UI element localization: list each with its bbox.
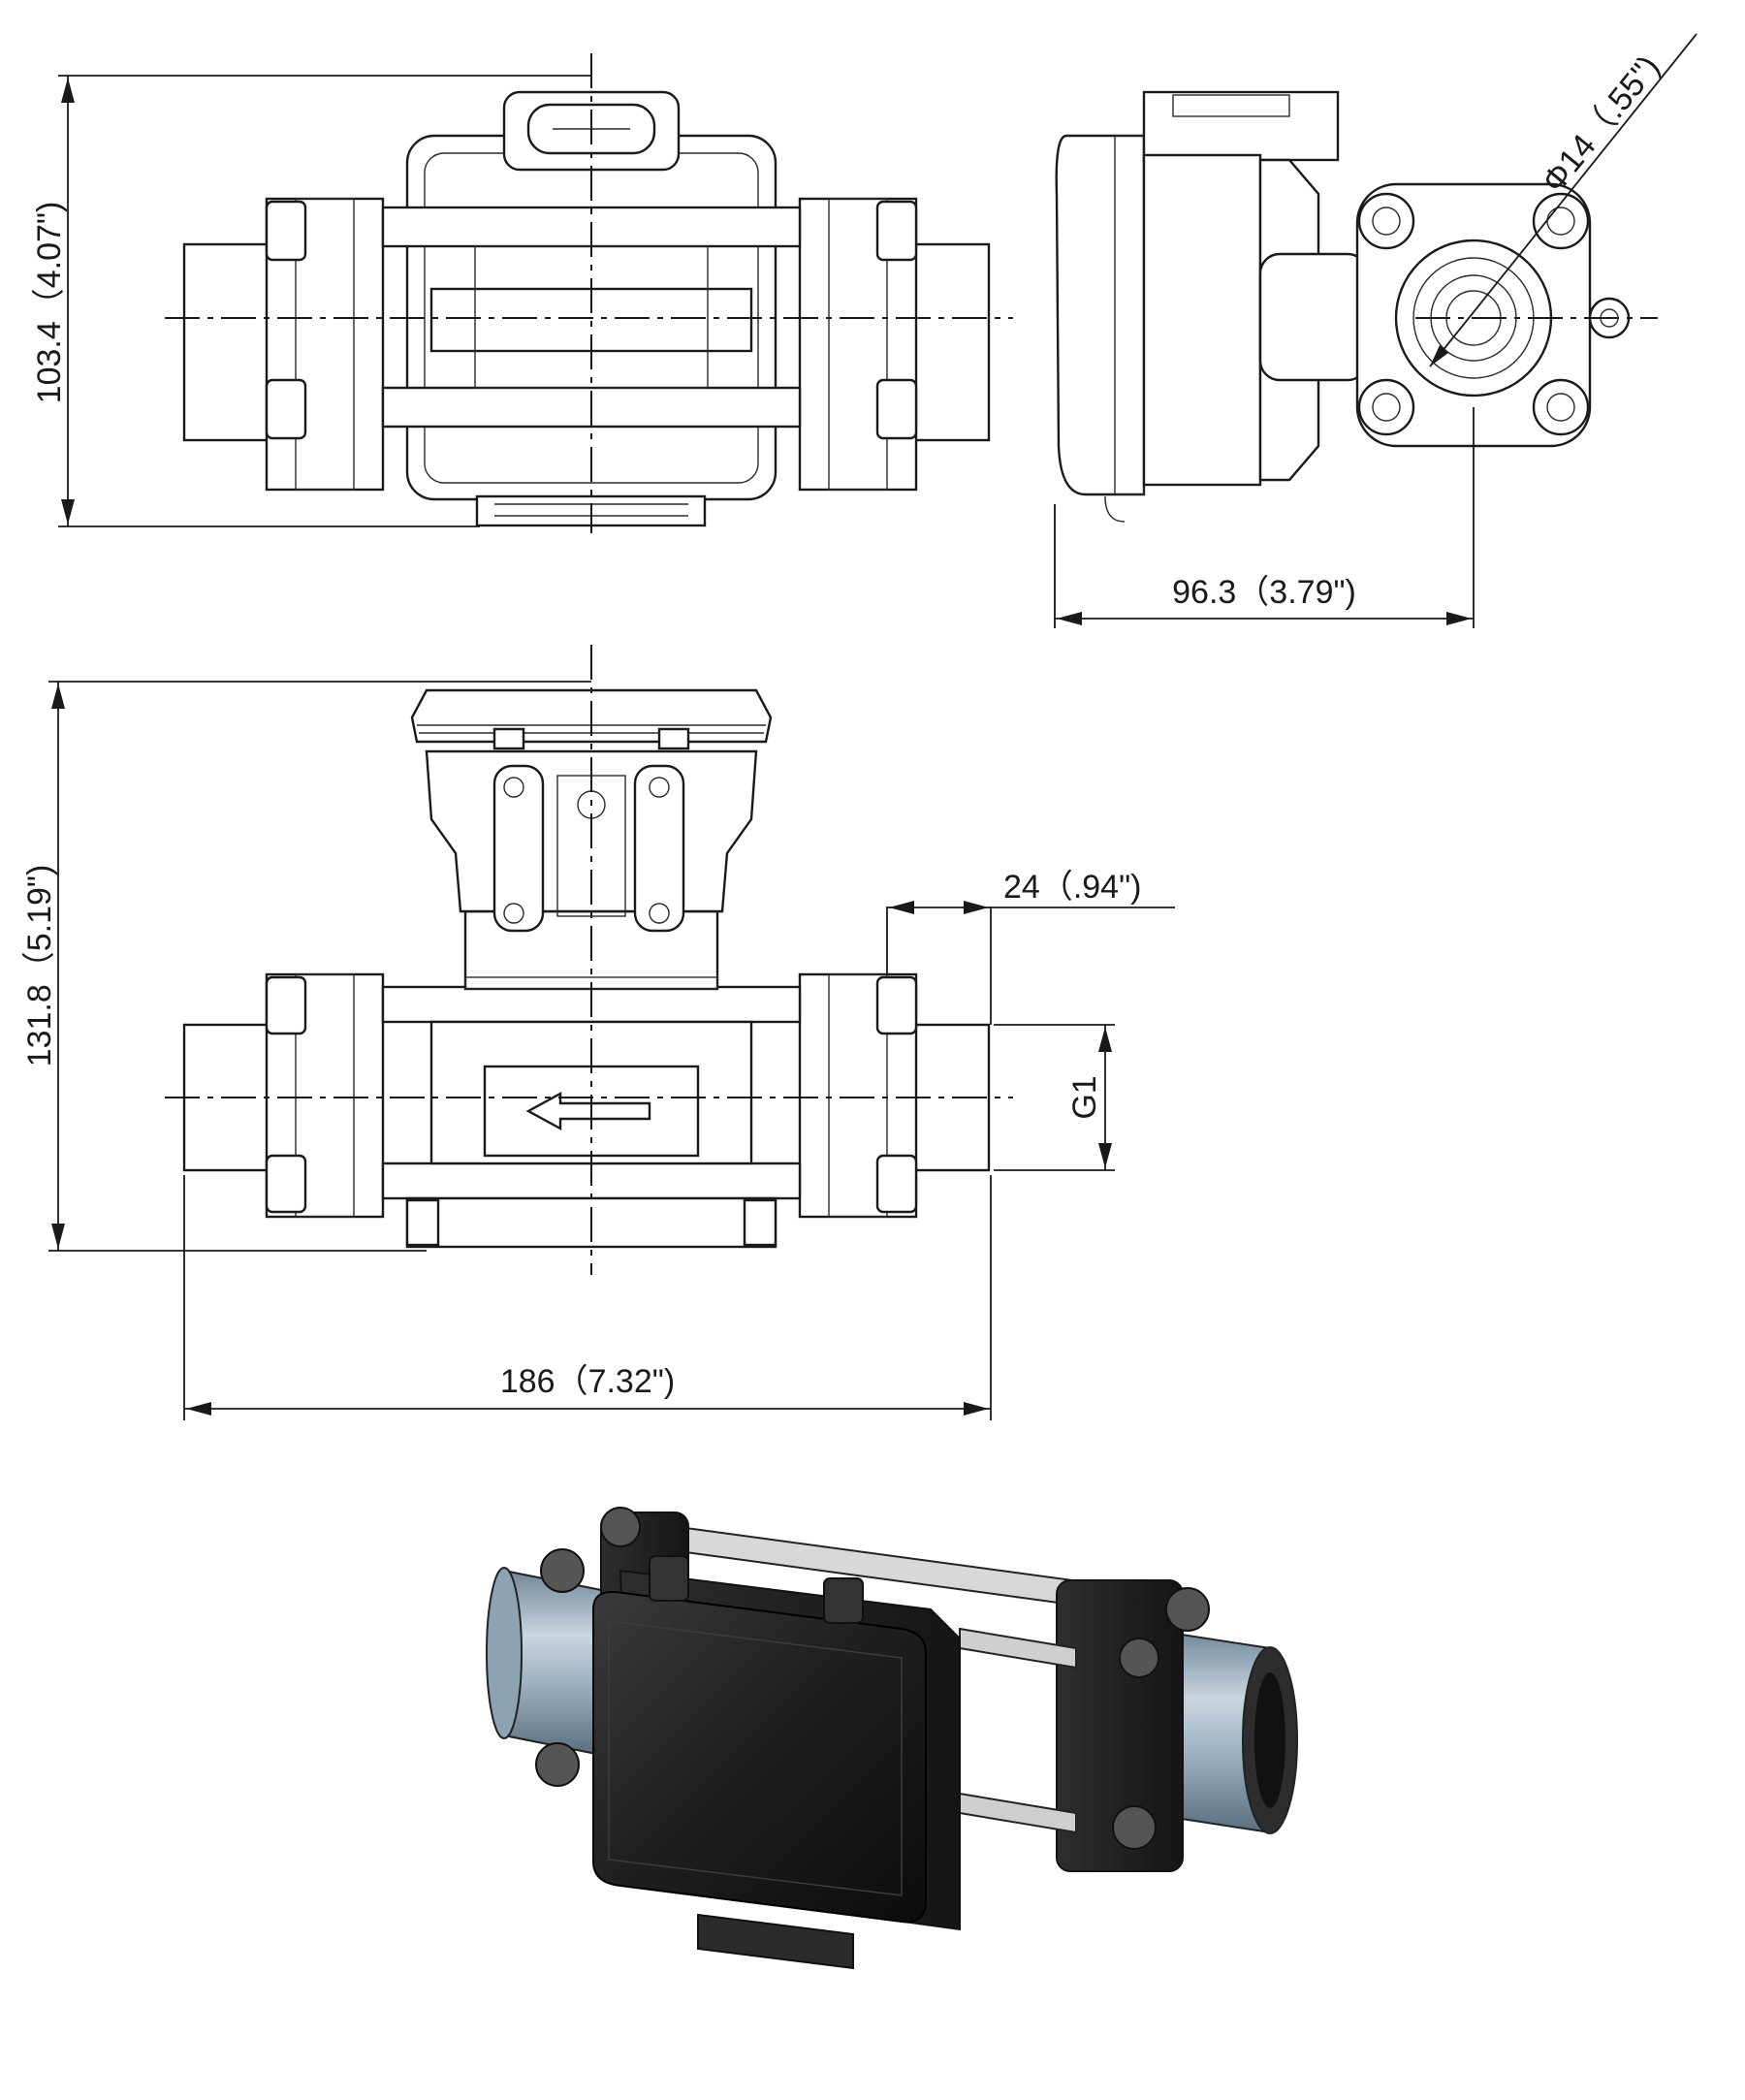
dim-side-width: 96.3（3.79"): [1054, 407, 1475, 628]
top-height-label: 103.4（4.07"): [31, 202, 68, 404]
dim-top-height: 103.4（4.07"): [31, 75, 591, 527]
dim-thread-size: G1: [994, 1024, 1115, 1171]
top-view: [165, 53, 1013, 533]
port-diameter-label: Φ14（.55"): [1535, 48, 1666, 200]
side-view: [1055, 90, 1658, 523]
side-width-label: 96.3（3.79"): [1172, 574, 1356, 611]
overall-length-label: 186（7.32"): [500, 1363, 675, 1400]
thread-size-label: G1: [1066, 1075, 1103, 1119]
front-height-label: 131.8（5.19"): [21, 865, 58, 1067]
dim-thread-length: 24（.94"): [886, 869, 1175, 1025]
dim-overall-length: 186（7.32"): [183, 1175, 992, 1420]
front-view: [165, 645, 1013, 1275]
dim-front-height: 131.8（5.19"): [21, 681, 591, 1252]
thread-length-label: 24（.94"): [1003, 869, 1141, 906]
isometric-render: [486, 1507, 1298, 1970]
